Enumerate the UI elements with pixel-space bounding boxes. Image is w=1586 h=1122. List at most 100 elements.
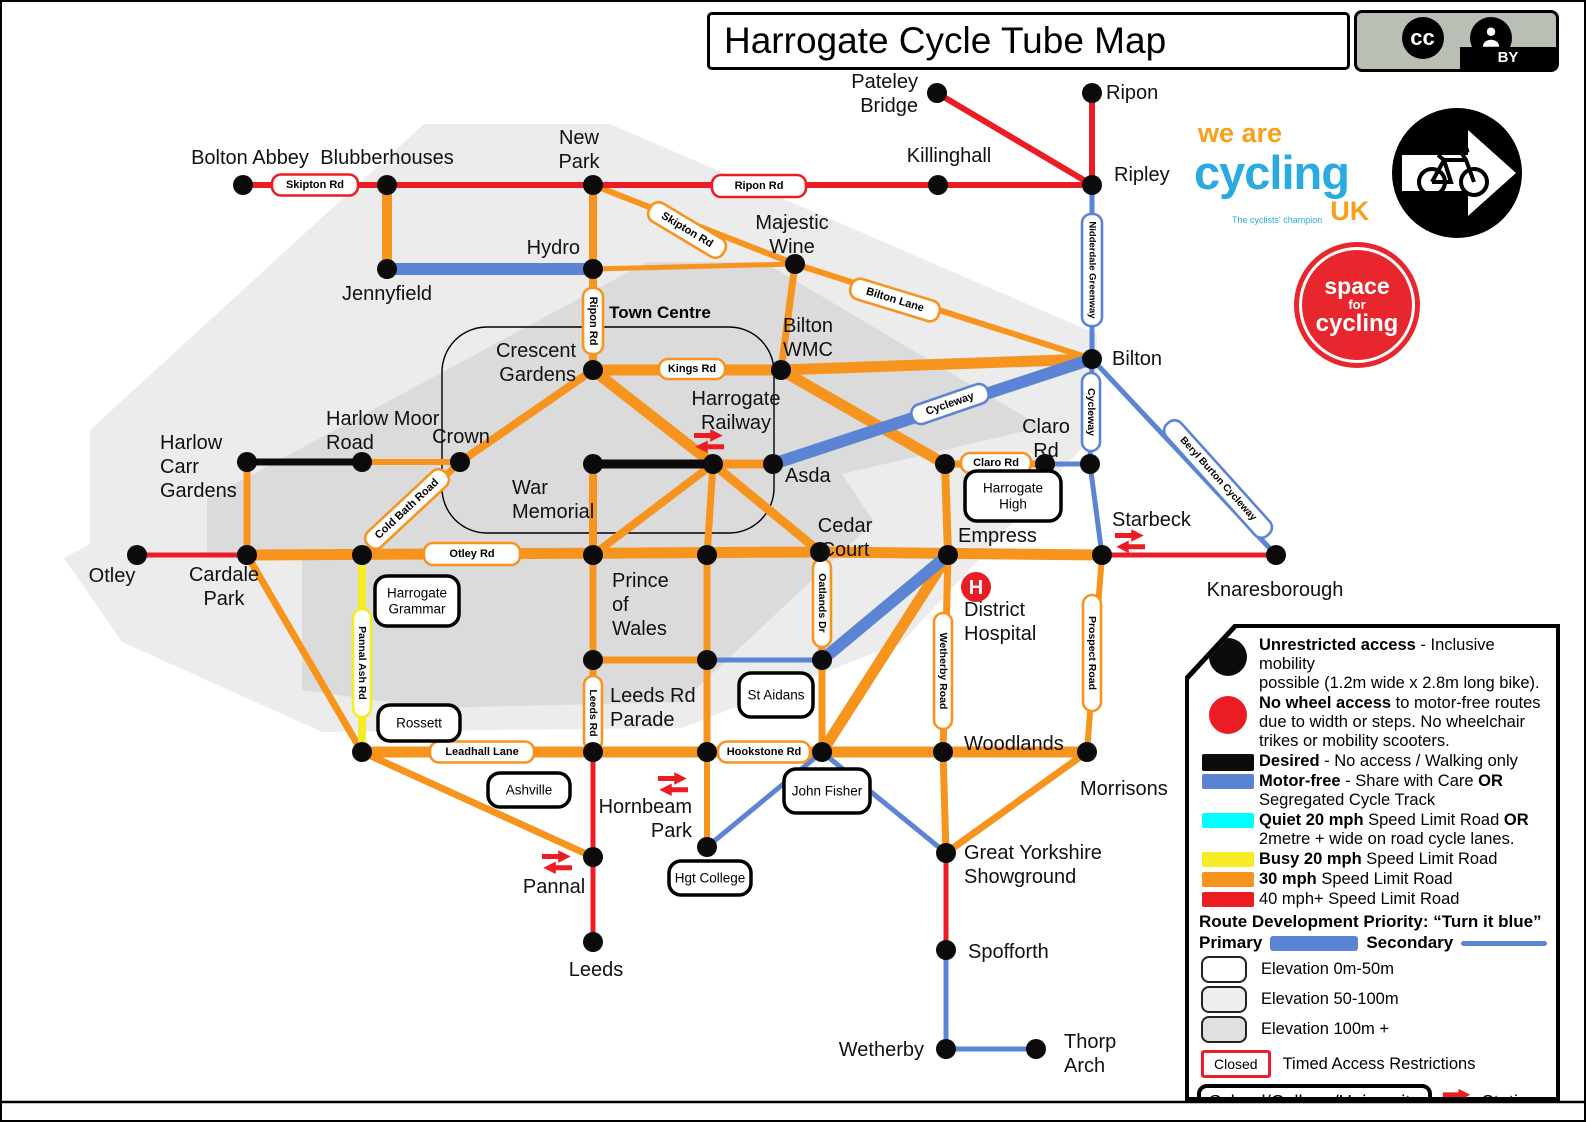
station-label: Ripley xyxy=(1114,164,1170,186)
school-box-label: John Fisher xyxy=(792,784,863,799)
school-box: St Aidans xyxy=(737,671,815,719)
road-label-box xyxy=(1162,418,1274,540)
route-type-swatch xyxy=(1202,774,1254,789)
elevation-shape xyxy=(207,262,1042,559)
route-line xyxy=(456,366,597,466)
station-node xyxy=(697,742,717,762)
station-node xyxy=(583,259,603,279)
road-label: Leeds Rd xyxy=(582,674,604,752)
secondary-route-swatch xyxy=(1461,940,1548,946)
station-node xyxy=(1092,545,1112,565)
map-legend: Unrestricted access - Inclusive mobility… xyxy=(1185,624,1560,1101)
station-node xyxy=(583,175,603,195)
rail-arrow xyxy=(695,440,708,453)
station-node xyxy=(233,175,253,195)
station-node xyxy=(1082,349,1102,369)
route-line xyxy=(243,551,366,756)
station-label: Leeds xyxy=(569,959,624,981)
route-line xyxy=(814,546,1108,561)
rail-arrow xyxy=(710,429,723,442)
cycling-uk-uk: UK xyxy=(1330,196,1370,226)
station-legend-label: Station xyxy=(1481,1091,1538,1112)
school-box-label: Rossett xyxy=(396,716,442,731)
cycling-uk-logo: we are cycling The cyclists' champion UK xyxy=(1194,120,1390,225)
station-label: Wetherby xyxy=(839,1039,924,1061)
road-label: Ripon Rd xyxy=(710,173,808,199)
station-node xyxy=(936,1039,956,1059)
station-node xyxy=(583,847,603,867)
route-line xyxy=(777,260,799,374)
legend-text: Unrestricted access - Inclusive mobility… xyxy=(1259,636,1540,692)
station-node xyxy=(377,175,397,195)
town-centre-label: Town Centre xyxy=(609,303,711,322)
station-label: Woodlands xyxy=(964,733,1064,755)
route-line xyxy=(942,748,1091,857)
station-label: Blubberhouses xyxy=(320,147,453,169)
hospital-icon: H xyxy=(961,572,991,602)
road-label-text: Otley Rd xyxy=(449,548,494,560)
road-label: Ripon Rd xyxy=(581,286,605,356)
route-line xyxy=(1087,461,1105,558)
road-label-text: Claro Rd xyxy=(973,457,1019,469)
legend-icon-cell xyxy=(1197,694,1259,734)
station-node xyxy=(703,454,723,474)
legend-elevation-row: Elevation 100m + xyxy=(1197,1016,1548,1043)
station-label: Killinghall xyxy=(907,145,992,167)
road-label-box xyxy=(848,277,942,323)
map-title-box: Harrogate Cycle Tube Map xyxy=(707,12,1350,70)
station-node xyxy=(928,175,948,195)
road-label-box xyxy=(1080,371,1102,453)
elevation-label: Elevation 0m-50m xyxy=(1261,960,1394,978)
legend-icon-cell xyxy=(1197,850,1259,867)
road-label-box xyxy=(422,541,522,567)
road-label-text: Cycleway xyxy=(1085,388,1097,436)
station-node xyxy=(938,545,958,565)
school-box-outline xyxy=(782,767,872,815)
station-node xyxy=(1035,454,1055,474)
route-line xyxy=(358,748,597,861)
station-node xyxy=(352,742,372,762)
station-label: Crown xyxy=(432,426,490,448)
station-node xyxy=(935,454,955,474)
road-label: Cycleway xyxy=(910,382,990,426)
station-node xyxy=(785,254,805,274)
station-node xyxy=(763,454,783,474)
station-node xyxy=(810,542,830,562)
station-node xyxy=(771,360,791,380)
route-line xyxy=(587,364,719,470)
rail-arrow xyxy=(543,861,556,874)
road-label-box xyxy=(1080,212,1104,328)
station-rail-icon xyxy=(1442,1089,1471,1097)
school-box-outline xyxy=(373,574,461,628)
station-label: Bilton xyxy=(1112,348,1162,370)
legend-roadtype-row: 30 mph Speed Limit Road xyxy=(1197,870,1548,889)
road-label-text: Oatlands Dr xyxy=(816,573,828,633)
school-box: Hgt College xyxy=(667,859,753,897)
road-label-box xyxy=(428,740,536,764)
legend-roadtype-row: Busy 20 mph Speed Limit Road xyxy=(1197,850,1548,869)
station-label: Jennyfield xyxy=(342,283,432,305)
route-line xyxy=(708,459,825,557)
road-label-text: Wetherby Road xyxy=(937,633,949,710)
elevation-swatch xyxy=(1201,986,1247,1013)
school-box-outline xyxy=(667,859,753,897)
route-type-swatch xyxy=(1202,872,1254,887)
station-node xyxy=(812,742,832,762)
elevation-label: Elevation 50-100m xyxy=(1261,990,1399,1008)
rail-station-icon xyxy=(542,850,572,874)
road-label-box xyxy=(581,286,605,356)
road-label-box xyxy=(910,382,990,426)
route-line xyxy=(939,748,950,857)
road-label-box xyxy=(716,740,812,764)
elevation-swatch xyxy=(1201,956,1247,983)
